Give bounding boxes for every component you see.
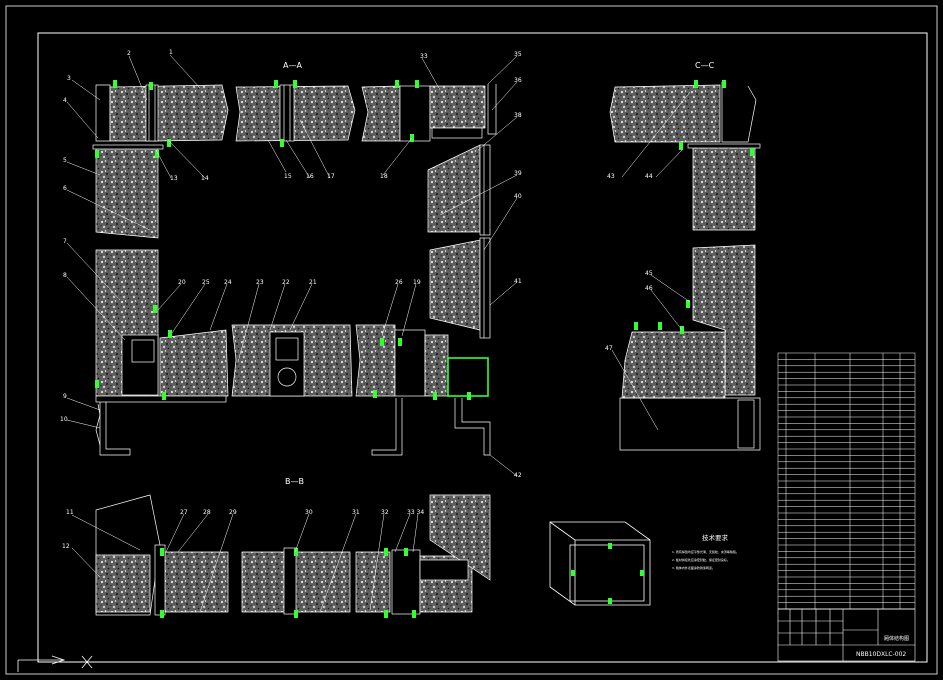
- callout-43: 43: [607, 173, 615, 180]
- callout-33-34: 33 34: [407, 509, 424, 516]
- callout-3: 3: [67, 75, 71, 82]
- callout-10: 10: [60, 416, 68, 423]
- callout-45: 45: [645, 270, 653, 277]
- isometric-box: [549, 521, 651, 606]
- notes-title: 技术要求: [702, 533, 729, 542]
- outer-border: [5, 5, 938, 675]
- section-title-cc: C—C: [695, 61, 715, 70]
- callout-27: 27: [180, 509, 188, 516]
- section-cc: [609, 82, 761, 451]
- callout-33: 33: [420, 53, 428, 60]
- callout-28: 28: [203, 509, 211, 516]
- callout-41: 41: [514, 278, 522, 285]
- callout-44: 44: [645, 173, 653, 180]
- callout-29: 29: [229, 509, 237, 516]
- callout-42: 42: [514, 472, 522, 479]
- isometric-box-markers: [571, 543, 644, 604]
- notes-line-3: 3. 箱体内外表面涂防锈漆两道。: [672, 565, 715, 570]
- section-aa-upper-mid: [235, 84, 356, 142]
- callout-47: 47: [605, 345, 613, 352]
- section-title-aa: A—A: [283, 61, 302, 70]
- callout-21: 21: [309, 279, 317, 286]
- callout-labels: 2 1 3 4 5 6 7 8 9 10 13 14 15 16 17 18 2…: [60, 49, 653, 550]
- callout-32: 32: [381, 509, 389, 516]
- callout-20: 20: [178, 279, 186, 286]
- callout-2: 2: [127, 50, 131, 57]
- callout-39: 39: [514, 170, 522, 177]
- leader-lines: [66, 54, 691, 613]
- notes-line-2: 2. 板材拼接处应涂密封胶，保证密封良好。: [672, 557, 730, 562]
- callout-38: 38: [514, 112, 522, 119]
- drawing-number: NBB10DXLC-002: [856, 651, 906, 658]
- inner-frame: [37, 32, 928, 663]
- section-aa-upper-left: [92, 84, 229, 239]
- parts-list-table: [777, 352, 916, 610]
- section-bb: [95, 494, 491, 616]
- section-aa-lower-right: [355, 237, 491, 456]
- callout-26: 26: [395, 279, 403, 286]
- callout-35: 35: [514, 51, 522, 58]
- callout-24: 24: [224, 279, 232, 286]
- ucs-axis-icon: [17, 655, 93, 672]
- callout-30: 30: [305, 509, 313, 516]
- callout-18: 18: [380, 173, 388, 180]
- callout-36: 36: [514, 77, 522, 84]
- notes-line-1: 1. 所有焊缝均应平整光滑，无裂纹、夹渣等缺陷。: [672, 549, 739, 554]
- title-block-name: 厢体结构图: [884, 635, 909, 642]
- callout-25: 25: [202, 279, 210, 286]
- callout-7: 7: [63, 238, 67, 245]
- callout-22: 22: [282, 279, 290, 286]
- callout-40: 40: [514, 193, 522, 200]
- title-block: [777, 608, 916, 662]
- callout-31: 31: [352, 509, 360, 516]
- callout-23: 23: [256, 279, 264, 286]
- green-fastener-markers: [95, 80, 754, 618]
- callout-11: 11: [66, 509, 74, 516]
- callout-14: 14: [201, 175, 209, 182]
- callout-4: 4: [63, 97, 67, 104]
- callout-9: 9: [63, 393, 67, 400]
- section-aa-upper-right: [361, 84, 497, 236]
- callout-13: 13: [170, 175, 178, 182]
- section-title-bb: B—B: [285, 477, 304, 486]
- callout-46: 46: [645, 285, 653, 292]
- callout-1: 1: [169, 49, 173, 56]
- callout-16: 16: [306, 173, 314, 180]
- callout-17: 17: [327, 173, 335, 180]
- section-aa-lower-left: [95, 249, 229, 456]
- callout-19: 19: [413, 279, 421, 286]
- callout-12: 12: [62, 543, 70, 550]
- section-aa-lower-mid: [231, 324, 353, 397]
- callout-5: 5: [63, 157, 67, 164]
- callout-15: 15: [284, 173, 292, 180]
- callout-8: 8: [63, 272, 67, 279]
- callout-6: 6: [63, 185, 67, 192]
